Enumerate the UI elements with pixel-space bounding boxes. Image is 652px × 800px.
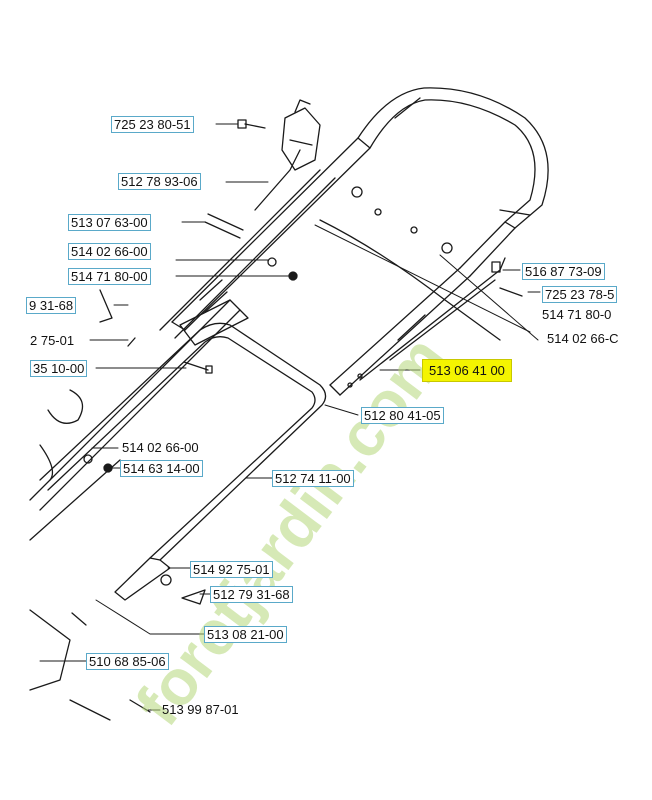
part-label: 514 02 66-C [547,331,619,346]
fasteners [29,119,523,721]
part-label: 516 87 73-09 [522,263,605,280]
upper-handlebar [159,87,549,339]
part-label: 514 63 14-00 [120,460,203,477]
highlighted-part-label: 513 06 41 00 [422,359,512,382]
control-cable [254,149,506,381]
lower-handle-loop [29,322,327,601]
part-label: 9 31-68 [26,297,77,314]
part-label: 35 10-00 [30,360,88,377]
part-label: 512 79 31-68 [210,586,293,603]
part-label: 725 23 80-51 [111,116,194,133]
part-label: 514 02 66-00 [122,440,199,455]
leader-lines [39,123,541,711]
part-label: 514 71 80-0 [542,307,612,322]
part-label: 2 75-01 [30,333,75,348]
part-label: 514 02 66-00 [68,243,151,260]
part-label: 512 78 93-06 [118,173,201,190]
part-label: 513 08 21-00 [204,626,287,643]
part-label: 513 07 63-00 [68,214,151,231]
part-label: 514 71 80-00 [68,268,151,285]
right-tube [329,267,471,396]
part-label: 513 99 87-01 [162,702,239,717]
part-label: 512 80 41-05 [361,407,444,424]
part-label: 514 92 75-01 [190,561,273,578]
lever-assembly [281,99,321,171]
part-label: 725 23 78-5 [542,286,618,303]
part-label: 512 74 11-00 [272,470,354,487]
part-label: 510 68 85-06 [86,653,169,670]
